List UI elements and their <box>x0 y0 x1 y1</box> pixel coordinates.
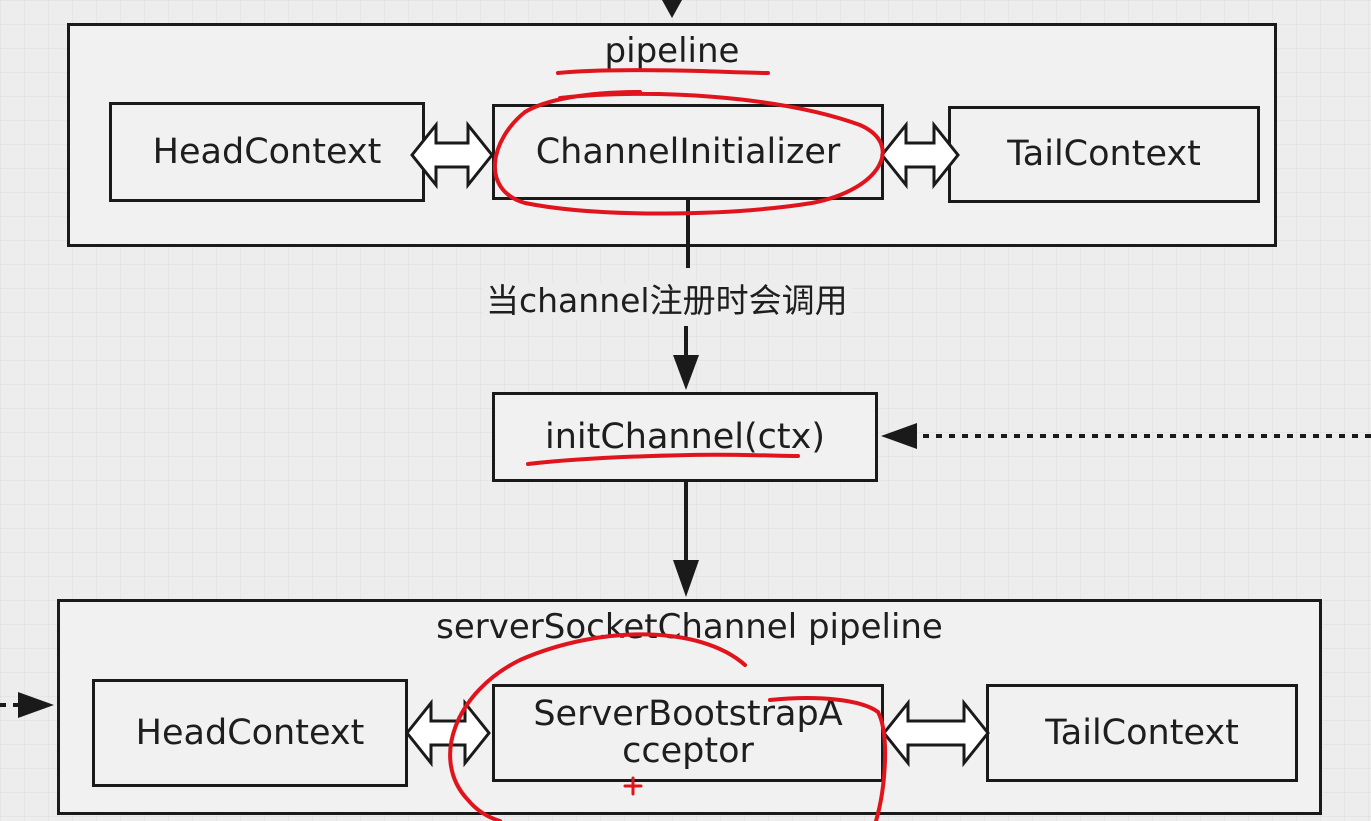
server-bootstrap-acceptor-label-line2: cceptor <box>622 731 754 771</box>
arrow-init-channel-to-bottom-pipeline <box>673 482 699 597</box>
edge-label-on-register: 当channel注册时会调用 <box>482 282 852 319</box>
dotted-arrow-into-init-channel <box>881 423 1371 449</box>
bottom-head-context-node[interactable]: HeadContext <box>92 679 408 787</box>
channel-initializer-node[interactable]: ChannelInitializer <box>492 104 884 200</box>
incoming-arrow-top <box>662 0 682 18</box>
dotted-arrow-into-bottom-pipeline <box>0 692 54 718</box>
top-tail-context-node[interactable]: TailContext <box>948 106 1260 203</box>
top-head-context-node[interactable]: HeadContext <box>109 102 425 202</box>
bottom-pipeline-title: serverSocketChannel pipeline <box>436 607 943 647</box>
init-channel-node[interactable]: initChannel(ctx) <box>492 392 878 482</box>
server-bootstrap-acceptor-node[interactable]: ServerBootstrapA cceptor <box>492 684 884 782</box>
top-pipeline-title: pipeline <box>604 31 740 71</box>
server-bootstrap-acceptor-label-line1: ServerBootstrapA <box>533 694 843 735</box>
bottom-tail-context-node[interactable]: TailContext <box>986 684 1298 782</box>
